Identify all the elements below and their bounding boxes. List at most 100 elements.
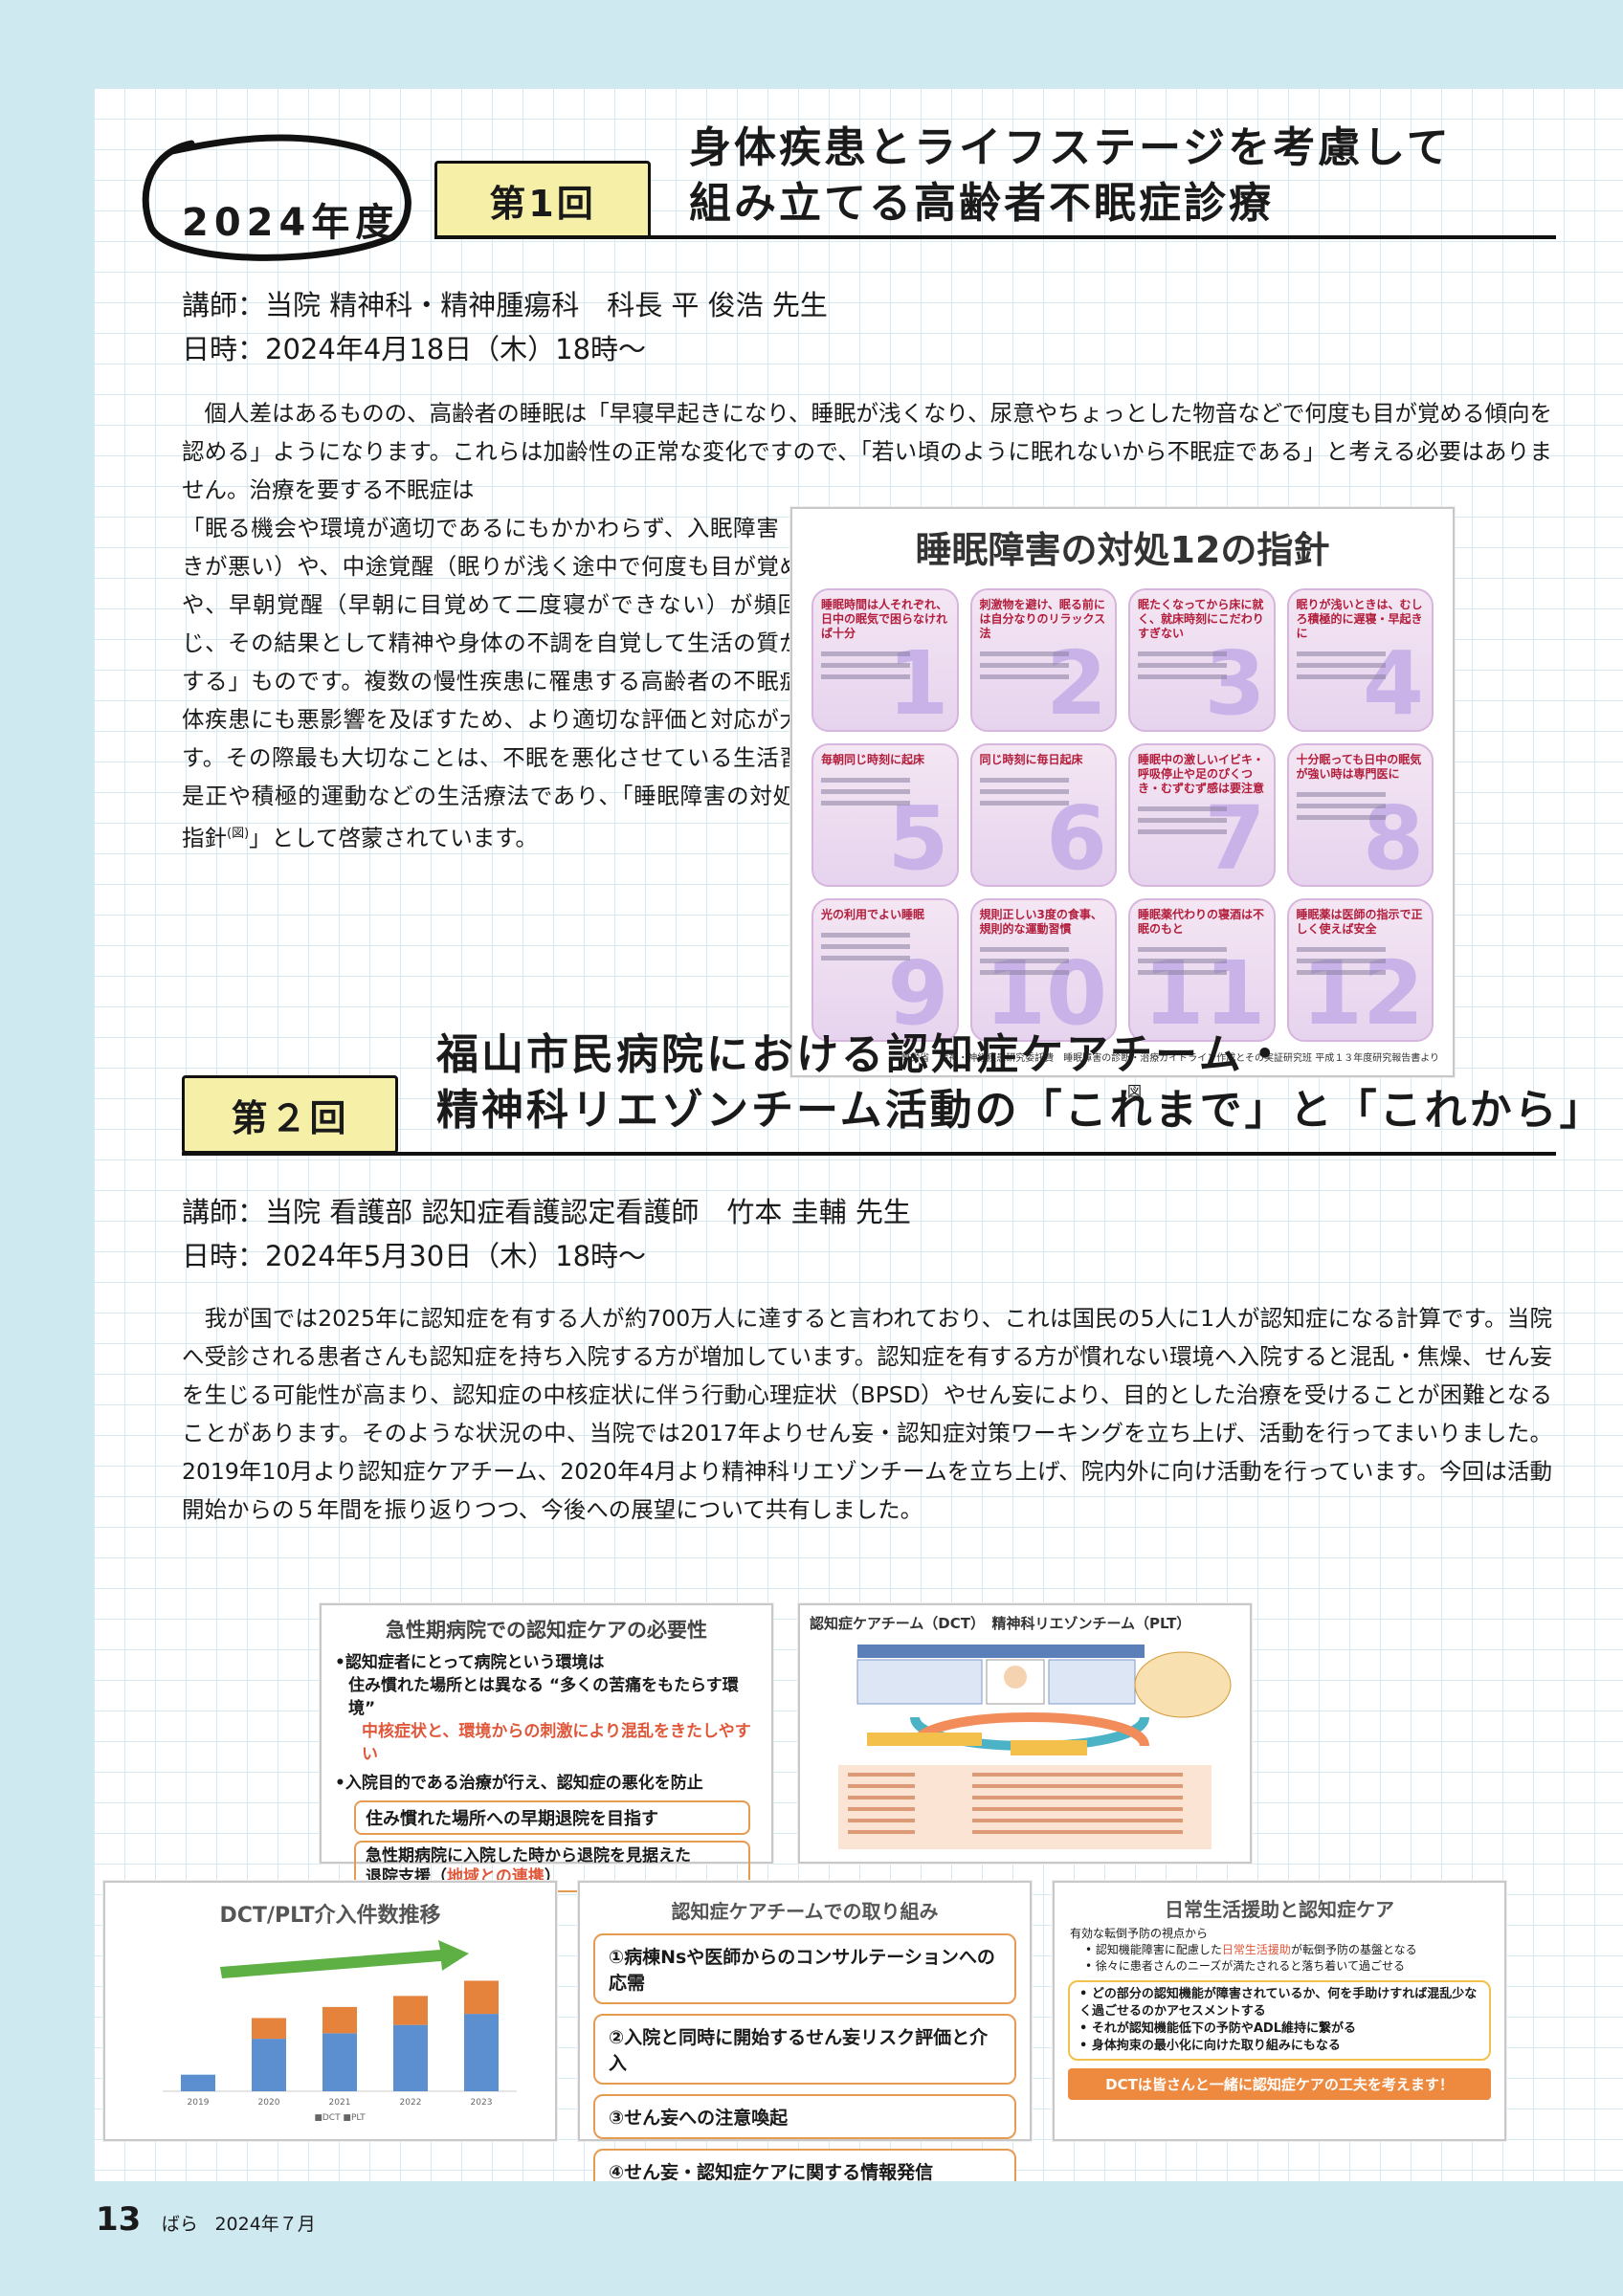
bar-plt-2020	[252, 2018, 286, 2040]
bar-dct-2019	[181, 2074, 215, 2091]
slide1-box2-line1: 急性期病院に入院した時から退院を見据えた	[366, 1846, 691, 1866]
year-badge: 2024年度	[134, 122, 421, 276]
session1-datetime: 日時：2024年4月18日（木）18時～	[182, 333, 647, 365]
slide5-bullet2: 徐々に患者さんのニーズが満たされると落ち着いて過ごせる	[1095, 1959, 1405, 1973]
bar-dct-2022	[393, 2024, 428, 2091]
guideline-card-heading: 眠りが浅いときは、むしろ積極的に遅寝・早起きに	[1296, 598, 1423, 640]
slide5-box-item1: どの部分の認知機能が障害されているか、何を手助けすれば混乱少なく過ごせるのかアセ…	[1079, 1987, 1478, 2019]
slide4-title: 認知症ケアチームでの取り組み	[671, 1900, 939, 1923]
session1-paragraph-part3: 」として啓蒙されています。	[249, 824, 538, 851]
year-label: 2024年度	[182, 201, 400, 245]
slide5-banner: DCTは皆さんと一緒に認知症ケアの工夫を考えます！	[1068, 2068, 1491, 2100]
guideline-card-text-lines	[972, 947, 1116, 975]
guideline-card-heading: 睡眠薬は医師の指示で正しく使えば安全	[1296, 908, 1423, 936]
session1-paragraph-part2: 「眠る機会や環境が適切であるにもかかわらず、入眠障害（寝つきが悪い）や、中途覚醒…	[182, 515, 848, 851]
guideline-card-number: 9	[887, 942, 949, 1042]
session2-underline	[182, 1152, 1556, 1156]
x-tick-label: 2023	[471, 2098, 493, 2108]
x-tick-label: 2022	[400, 2098, 422, 2108]
session1-title: 身体疾患とライフステージを考慮して 組み立てる高齢者不眠症診療	[689, 121, 1550, 232]
magazine-name: ばら	[161, 2214, 198, 2235]
slide-dct-plt-diagram: 認知症ケアチーム（DCT） 精神科リエゾンチーム（PLT）	[798, 1603, 1252, 1864]
session1-title-line2: 組み立てる高齢者不眠症診療	[689, 179, 1274, 228]
guideline-card-heading: 睡眠薬代わりの寝酒は不眠のもと	[1138, 908, 1265, 936]
guideline-card-text-lines	[1130, 806, 1274, 834]
slide1-bullet1: •認知症者にとって病院という環境は	[335, 1653, 605, 1672]
x-tick-label: 2020	[258, 2098, 280, 2108]
page-footer: 13 ばら 2024年７月	[96, 2200, 316, 2239]
session1-paragraph-part1: 個人差はあるものの、高齢者の睡眠は「早寝早起きになり、睡眠が浅くなり、尿意やちょ…	[182, 400, 1552, 503]
trend-arrow-icon	[220, 1940, 469, 1978]
slide5-bullet1b: が転倒予防の基盤となる	[1290, 1943, 1417, 1956]
session1-tag-label: 第1回	[489, 182, 596, 225]
guideline-card: 12 睡眠薬は医師の指示で正しく使えば安全	[1286, 898, 1434, 1042]
x-tick-label: 2019	[188, 2098, 210, 2108]
session1-lecturer: 講師：当院 精神科・精神腫瘍科 科長 平 俊浩 先生	[182, 289, 828, 321]
guideline-card-text-lines	[1130, 651, 1274, 679]
session2-lecturer: 講師：当院 看護部 認知症看護認定看護師 竹本 圭輔 先生	[182, 1196, 911, 1228]
intervention-bar-chart: 2019 2020 2021 2022 2023 ■DCT ■PLT	[163, 1940, 517, 2123]
guideline-card-number: 8	[1362, 787, 1424, 887]
guideline-card-heading: 規則正しい3度の食事、規則的な運動習慣	[979, 908, 1102, 936]
session1-underline	[434, 235, 1556, 239]
x-tick-label: 2021	[329, 2098, 351, 2108]
session2-paragraph: 我が国では2025年に認知症を有する人が約700万人に達すると言われており、これ…	[182, 1299, 1552, 1529]
guideline-card-number: 12	[1301, 942, 1424, 1042]
chart-legend: ■DCT ■PLT	[314, 2113, 366, 2123]
page: 2024年度 第1回 身体疾患とライフステージを考慮して 組み立てる高齢者不眠症…	[94, 88, 1623, 2181]
slide5-bullet1a: 認知機能障害に配慮した	[1095, 1943, 1222, 1956]
session2-paragraph-text: 我が国では2025年に認知症を有する人が約700万人に達すると言われており、これ…	[182, 1305, 1552, 1523]
guideline-card: 11 睡眠薬代わりの寝酒は不眠のもと	[1128, 898, 1276, 1042]
guideline-card-number: 6	[1045, 787, 1107, 887]
bar-dct-2020	[252, 2039, 286, 2091]
sleep-guidelines-source: 厚労省 精神・神経疾患研究委託費 睡眠障害の診断・治療ガイドライン作成とその実証…	[900, 1053, 1439, 1064]
figure-caption: 図	[1127, 1083, 1143, 1100]
sleep-guidelines-title: 睡眠障害の対処12の指針	[915, 529, 1330, 571]
session1-paragraph: 個人差はあるものの、高齢者の睡眠は「早寝早起きになり、睡眠が浅くなり、尿意やちょ…	[182, 394, 1552, 509]
initiative-item: ④せん妄・認知症ケアに関する情報発信	[593, 2149, 1016, 2181]
bar-plt-2023	[464, 1980, 499, 2015]
slide5-intro: 有効な転倒予防の視点から	[1070, 1927, 1209, 1940]
figure-note-mark: (図)	[227, 827, 250, 841]
guideline-card-text-lines	[813, 933, 957, 960]
slide1-bullet2: •入院目的である治療が行え、認知症の悪化を防止	[335, 1774, 703, 1793]
session1-title-line1: 身体疾患とライフステージを考慮して	[689, 123, 1452, 172]
session2-title-line1: 福山市民病院における認知症ケアチーム・	[436, 1030, 1289, 1079]
page-number: 13	[96, 2200, 142, 2239]
bar-plt-2021	[322, 2006, 357, 2034]
session2-tag: 第２回	[182, 1075, 398, 1154]
guideline-card-heading: 睡眠時間は人それぞれ、日中の眠気で困らなければ十分	[821, 598, 948, 640]
bar-plt-2022	[393, 1996, 428, 2025]
guideline-card-number: 11	[1143, 942, 1266, 1042]
slide5-title: 日常生活援助と認知症ケア	[1165, 1898, 1394, 1921]
initiative-item: ③せん妄への注意喚起	[593, 2094, 1016, 2139]
session2-datetime: 日時：2024年5月30日（木）18時～	[182, 1240, 647, 1272]
slide-daily-living-care: 日常生活援助と認知症ケア 有効な転倒予防の視点から • 認知機能障害に配慮した日…	[1053, 1881, 1506, 2141]
session2-title: 福山市民病院における認知症ケアチーム・ 精神科リエゾンチーム活動の「これまで」と…	[436, 1027, 1602, 1138]
guideline-card-text-lines	[972, 651, 1116, 679]
guideline-card-text-lines	[1130, 947, 1274, 975]
session2-meta: 講師：当院 看護部 認知症看護認定看護師 竹本 圭輔 先生 日時：2024年5月…	[182, 1190, 1522, 1278]
session2-tag-label: 第２回	[231, 1096, 349, 1139]
guideline-card-heading: 光の利用でよい睡眠	[821, 908, 925, 921]
guideline-card-heading: 眠たくなってから床に就く、就床時刻にこだわりすぎない	[1138, 598, 1264, 640]
slide5-box-item3: 身体拘束の最小化に向けた取り組みにもなる	[1091, 2039, 1341, 2053]
guideline-card-text-lines	[1289, 651, 1433, 679]
guideline-card-number: 5	[887, 787, 949, 887]
guideline-card: 9 光の利用でよい睡眠	[812, 898, 959, 1042]
session1-tag: 第1回	[434, 161, 651, 239]
bar-dct-2023	[464, 2014, 499, 2091]
slide5-bullet1-red: 日常生活援助	[1221, 1943, 1291, 1956]
guideline-card-text-lines	[972, 778, 1116, 806]
